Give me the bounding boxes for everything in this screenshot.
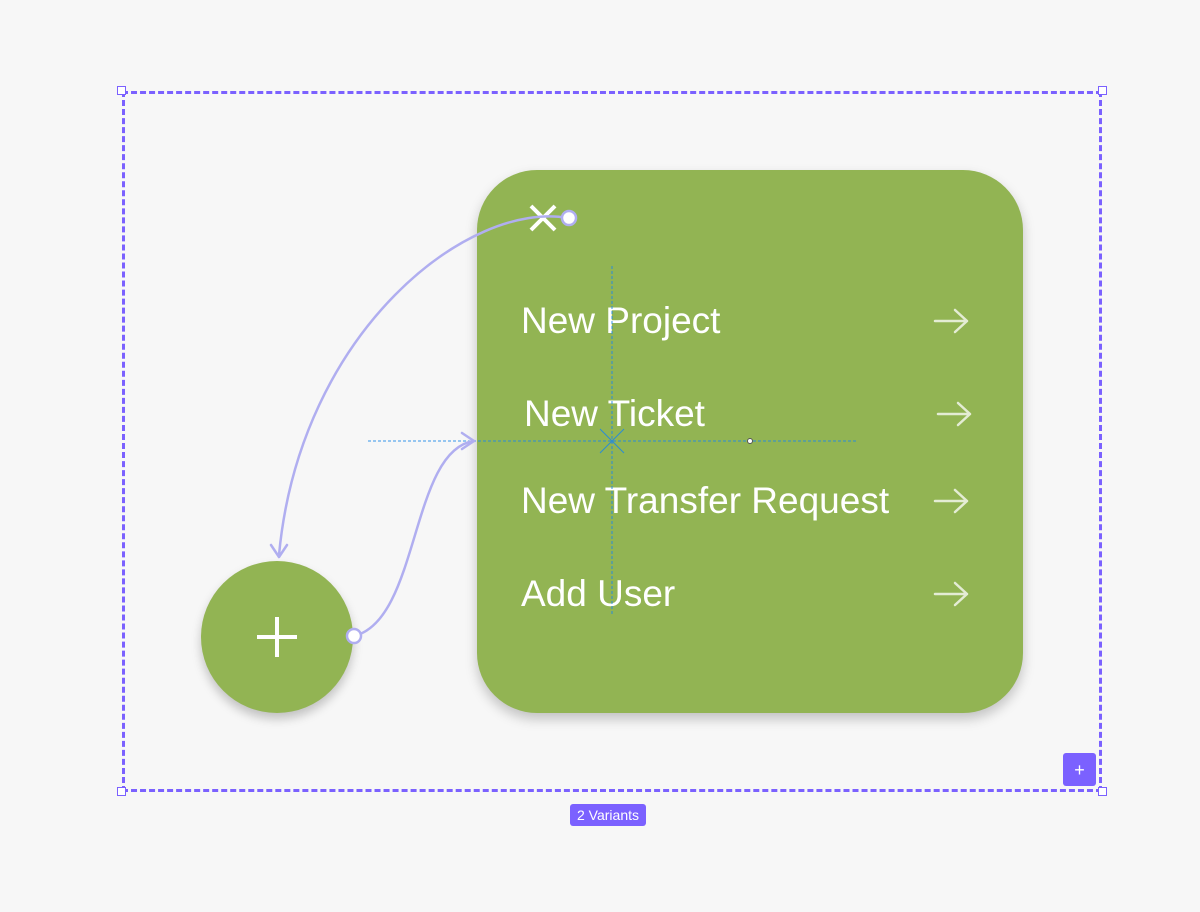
menu-item-label: New Ticket	[524, 393, 705, 434]
menu-item-add-user[interactable]: Add User	[521, 570, 971, 618]
resize-handle-top-left[interactable]	[117, 86, 126, 95]
arrow-right-icon	[933, 488, 969, 514]
resize-handle-bottom-right[interactable]	[1098, 787, 1107, 796]
close-icon[interactable]	[528, 203, 558, 233]
plus-icon: +	[1074, 759, 1085, 780]
variants-badge[interactable]: 2 Variants	[570, 804, 646, 826]
add-variant-button[interactable]: +	[1063, 753, 1096, 786]
menu-item-label: New Transfer Request	[521, 480, 890, 521]
plus-icon	[257, 617, 297, 657]
menu-item-new-transfer-request[interactable]: New Transfer Request	[521, 477, 971, 525]
fab-button[interactable]	[201, 561, 353, 713]
resize-handle-top-right[interactable]	[1098, 86, 1107, 95]
resize-handle-bottom-left[interactable]	[117, 787, 126, 796]
menu-card[interactable]	[477, 170, 1023, 713]
arrow-right-icon	[933, 308, 969, 334]
menu-item-new-ticket[interactable]: New Ticket	[524, 390, 974, 438]
menu-item-new-project[interactable]: New Project	[521, 297, 971, 345]
arrow-right-icon	[933, 581, 969, 607]
menu-item-label: Add User	[521, 573, 676, 614]
menu-item-label: New Project	[521, 300, 721, 341]
component-set-frame[interactable]	[122, 91, 1102, 792]
arrow-right-icon	[936, 401, 972, 427]
